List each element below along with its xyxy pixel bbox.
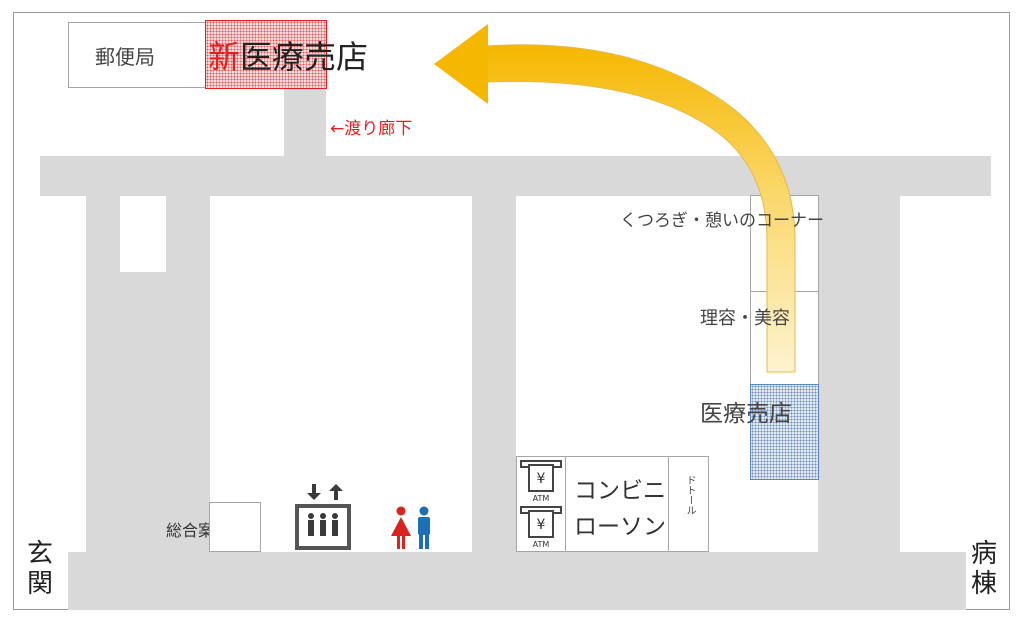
entrance-char-2: 関 <box>26 569 53 599</box>
doutor-label: ドトール <box>684 475 695 515</box>
svg-text:ATM: ATM <box>533 494 550 503</box>
restroom-icon[interactable] <box>388 506 436 552</box>
barber-label: 理容・美容 <box>700 308 790 329</box>
connecting-corridor <box>284 88 326 158</box>
medical-shop-label: 医療売店 <box>700 401 792 427</box>
atm-icon: ¥ ATM <box>520 459 562 503</box>
entrance-char-1: 玄 <box>26 539 53 569</box>
lounge-label: くつろぎ・憩いのコーナー <box>620 211 824 231</box>
main-corridor-bottom <box>68 552 966 610</box>
entrance-label: 玄 関 <box>25 539 55 599</box>
info-desk[interactable] <box>209 502 261 552</box>
corridor-right <box>818 194 900 554</box>
ward-label: 病 棟 <box>969 539 999 599</box>
svg-text:¥: ¥ <box>537 517 546 533</box>
convenience-line1: コンビニ <box>574 478 666 504</box>
ward-char-2: 棟 <box>970 569 997 599</box>
main-corridor-top <box>40 156 991 196</box>
svg-text:¥: ¥ <box>537 471 546 487</box>
new-shop-label: 新医療売店 <box>208 32 368 78</box>
elevator-icon[interactable] <box>294 480 352 552</box>
convenience-store[interactable]: コンビニ ローソン <box>565 456 669 552</box>
new-shop-prefix: 新 <box>208 38 241 76</box>
corridor-middle <box>472 194 516 554</box>
corridor-note: ←渡り廊下 <box>330 119 413 139</box>
ward-char-1: 病 <box>970 539 997 569</box>
new-shop-name: 医療売店 <box>240 38 369 76</box>
atm-icon: ¥ ATM <box>520 505 562 549</box>
new-medical-shop[interactable] <box>205 20 327 89</box>
post-office[interactable]: 郵便局 <box>68 22 206 88</box>
convenience-line2: ローソン <box>574 514 666 540</box>
svg-text:ATM: ATM <box>533 540 550 549</box>
post-office-label: 郵便局 <box>95 45 155 69</box>
doutor-cafe[interactable]: ドトール <box>668 456 709 552</box>
medical-shop[interactable] <box>750 384 819 480</box>
room-small <box>120 196 166 272</box>
